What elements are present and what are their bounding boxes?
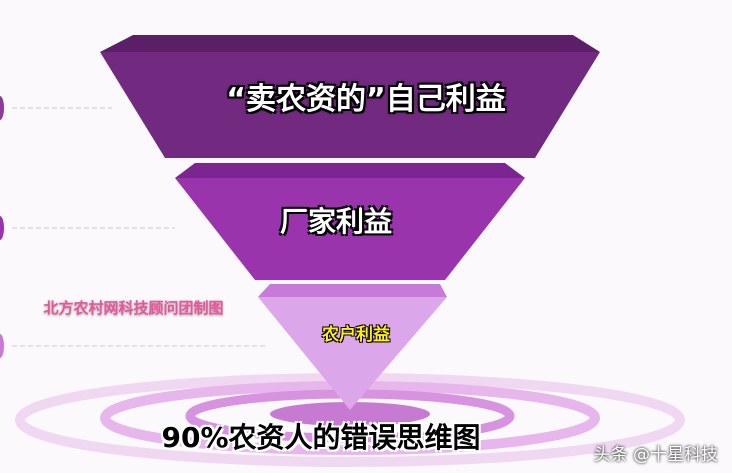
credit-text: 北方农村网科技顾问团制图 [43,299,224,317]
funnel-level-3 [258,284,447,410]
funnel-level-2 [175,163,525,280]
level-1-label: “卖农资的”自己利益 [226,82,506,117]
level-2-label: 厂家利益 [279,205,392,238]
watermark: 头条 @十星科技 [593,445,718,465]
level-3-label: 农户利益 [322,325,390,345]
side-markers [0,96,265,358]
funnel-level-1 [100,35,600,158]
diagram-title: 90%农资人的错误思维图 [161,421,481,454]
